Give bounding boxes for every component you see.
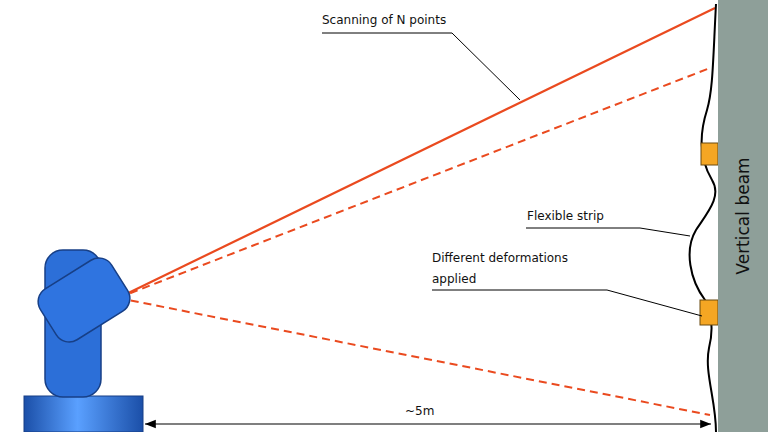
callout-label: Scanning of N points [322, 10, 446, 31]
scanner-head [32, 252, 135, 347]
deformation-block [701, 143, 718, 165]
scan-ray [118, 68, 710, 298]
beam-title: Vertical beam [733, 157, 753, 274]
callout-label: Flexible strip [527, 206, 604, 227]
scan-ray [118, 298, 710, 415]
leader-line [322, 33, 520, 100]
callout-label: Different deformations applied [432, 248, 610, 290]
scanner-base [24, 396, 143, 432]
leader-line [526, 228, 690, 236]
dimension-label: ~5m [405, 401, 434, 422]
leader-line [432, 290, 702, 316]
dimension-line [145, 423, 711, 424]
scan-ray [118, 8, 715, 298]
beam-band: Vertical beam [718, 0, 768, 432]
deformation-block [700, 300, 718, 325]
flexible-strip [690, 4, 716, 432]
